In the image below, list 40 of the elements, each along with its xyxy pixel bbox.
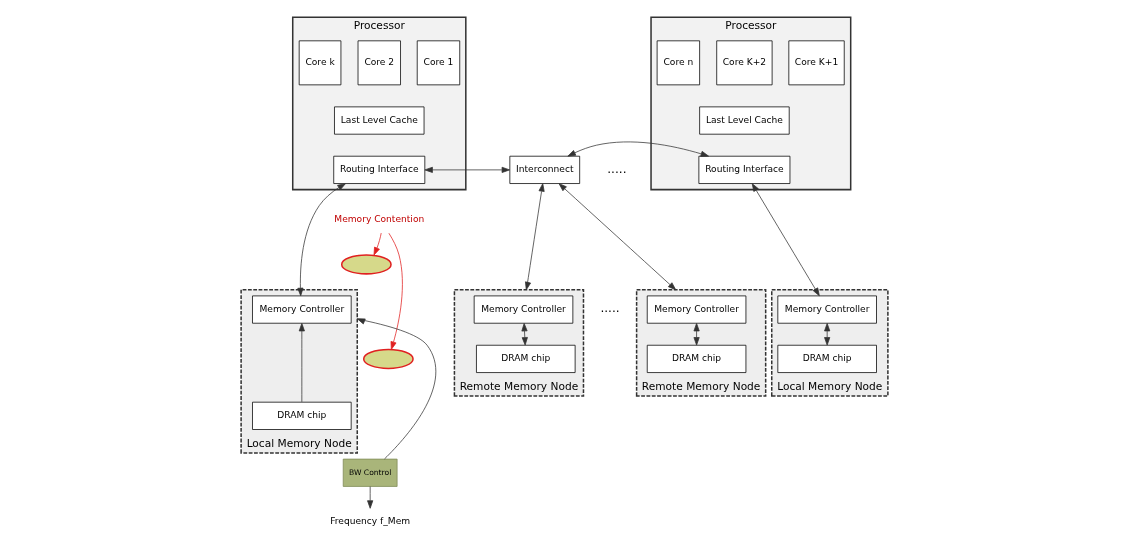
label: ..... — [606, 161, 627, 176]
node-box: Interconnect — [508, 155, 580, 184]
node-box: Memory Controller — [646, 295, 746, 324]
arrow — [524, 183, 545, 291]
node-box: Core n — [656, 40, 700, 86]
node-box: DRAM chip — [646, 344, 746, 373]
arrow — [558, 183, 676, 291]
arrow — [388, 232, 403, 350]
node-box: Routing Interface — [332, 155, 425, 184]
arrow — [520, 323, 528, 346]
node-box: Last Level Cache — [698, 106, 790, 135]
node-box: BW Control — [342, 458, 397, 487]
node-box: DRAM chip — [251, 401, 352, 430]
node-box: Core 2 — [357, 40, 401, 86]
node-text: Frequency f_Mem — [329, 516, 410, 527]
label: ..... — [599, 301, 620, 316]
node-box: Memory Controller — [776, 295, 877, 324]
node-box: Memory Controller — [473, 295, 573, 324]
arrow — [693, 323, 700, 346]
node-box: Memory Controller — [251, 295, 352, 324]
arrow — [366, 486, 373, 509]
arrow — [823, 323, 830, 346]
arrow — [751, 183, 820, 297]
node-box: DRAM chip — [776, 344, 877, 373]
node-box: Core K+2 — [715, 40, 772, 86]
node-box: DRAM chip — [475, 344, 575, 373]
arrow — [423, 166, 510, 173]
arrow — [567, 141, 709, 157]
arrow — [373, 232, 382, 256]
node-ellipse — [340, 254, 392, 275]
arrow — [356, 318, 436, 460]
node-ellipse — [362, 348, 414, 370]
node-box: Core k — [298, 40, 341, 86]
arrow — [298, 323, 305, 403]
node-text: Memory Contention — [333, 213, 424, 224]
node-box: Core 1 — [416, 40, 460, 86]
node-box: Routing Interface — [698, 155, 790, 184]
arrow — [296, 183, 346, 297]
node-box: Last Level Cache — [333, 106, 424, 135]
node-box: Core K+1 — [787, 40, 845, 86]
